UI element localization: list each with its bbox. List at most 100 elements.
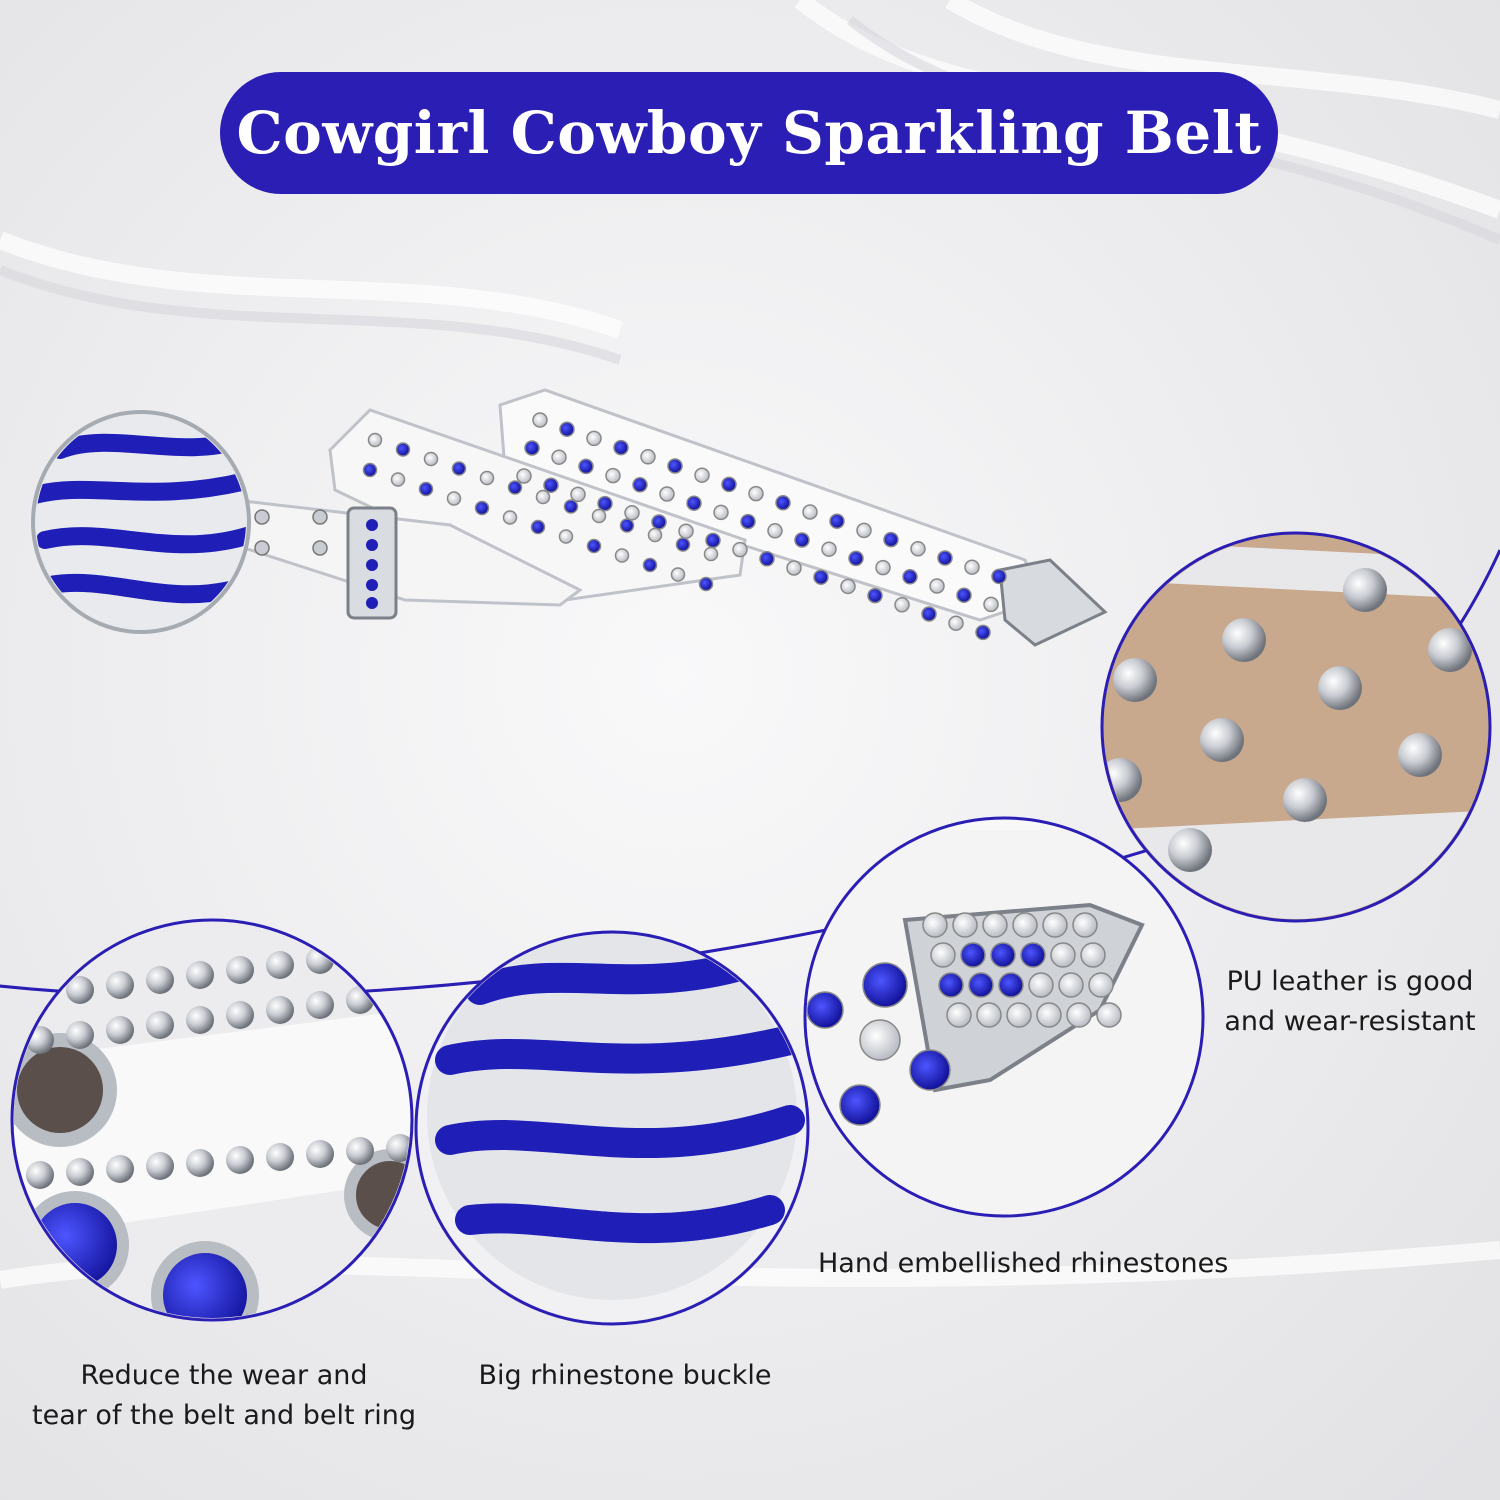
rhinestone: [678, 523, 694, 539]
rhinestone: [186, 1006, 214, 1034]
rhinestone: [921, 606, 937, 622]
rhinestone: [632, 477, 648, 493]
rhinestone: [840, 578, 856, 595]
rhinestone: [266, 996, 294, 1024]
caption-wear-line-2: tear of the belt and belt ring: [32, 1400, 416, 1431]
rhinestone: [346, 1137, 374, 1165]
rhinestone: [1343, 568, 1387, 612]
rhinestone: [698, 576, 714, 592]
rhinestone: [530, 519, 546, 535]
rhinestone: [1028, 972, 1054, 998]
rhinestone: [740, 513, 756, 530]
rhinestone: [998, 972, 1024, 998]
rhinestone: [875, 559, 891, 576]
rhinestone: [675, 537, 691, 552]
rhinestone: [1036, 1002, 1062, 1028]
rhinestone: [647, 527, 663, 543]
rhinestone: [946, 1002, 972, 1028]
rhinestone: [479, 470, 495, 486]
rhinestone: [686, 495, 702, 511]
rhinestone: [902, 569, 918, 585]
rhinestone: [848, 550, 864, 567]
rhinestone: [991, 568, 1007, 585]
rhinestone: [813, 569, 829, 585]
rhinestone: [146, 966, 174, 994]
rhinestone: [605, 467, 621, 484]
rhinestone: [306, 1140, 334, 1168]
rhinestone: [570, 486, 586, 503]
rhinestone: [964, 559, 980, 575]
rhinestone: [1050, 942, 1076, 968]
caption-rhinestones: Hand embellished rhinestones: [818, 1244, 1298, 1284]
rhinestone: [937, 550, 953, 566]
rhinestone: [558, 529, 574, 544]
caption-pu-leather-line-1: PU leather is good: [1226, 966, 1474, 997]
rhinestone: [807, 991, 844, 1029]
rhinestone: [867, 587, 883, 604]
rhinestone: [586, 430, 602, 447]
rhinestone: [794, 532, 810, 548]
rhinestone: [146, 1152, 174, 1180]
rhinestone: [859, 1019, 901, 1061]
rhinestone: [1428, 628, 1472, 672]
rhinestone: [909, 1049, 951, 1091]
rhinestone: [1222, 618, 1266, 662]
rhinestone: [856, 522, 872, 539]
rhinestone: [1012, 912, 1038, 938]
rhinestone-tip-detail-photo: [803, 816, 1205, 1218]
rhinestone: [938, 972, 964, 998]
rhinestone: [423, 451, 439, 467]
rhinestone: [563, 499, 579, 514]
rhinestone: [66, 1021, 94, 1049]
caption-rhinestones-line-1: Hand embellished rhinestones: [818, 1248, 1229, 1279]
rhinestone: [474, 500, 490, 516]
rhinestone: [703, 546, 719, 562]
rhinestone: [535, 489, 551, 505]
rhinestone: [694, 467, 710, 483]
rhinestone-buckle-detail-photo: [414, 930, 810, 1326]
rhinestone: [614, 548, 630, 563]
rhinestone: [659, 486, 675, 502]
rhinestone: [1088, 972, 1114, 998]
page-title: Cowgirl Cowboy Sparkling Belt: [236, 99, 1262, 167]
rhinestone: [624, 505, 640, 521]
rhinestone: [532, 412, 548, 428]
rhinestone: [551, 449, 567, 465]
rhinestone: [502, 510, 518, 525]
rhinestone: [1318, 666, 1362, 710]
rhinestone: [362, 462, 378, 478]
rhinestone: [1283, 778, 1327, 822]
rhinestone: [929, 578, 945, 594]
rhinestone: [922, 912, 948, 938]
rhinestone: [186, 961, 214, 989]
belt-product-photo: [31, 388, 1108, 647]
rhinestone: [516, 468, 532, 484]
rhinestone: [821, 541, 837, 557]
rhinestone: [960, 942, 986, 968]
rhinestone: [705, 532, 721, 549]
caption-pu-leather-line-2: and wear-resistant: [1224, 1006, 1476, 1037]
title-banner: Cowgirl Cowboy Sparkling Belt: [220, 72, 1278, 194]
rhinestone: [642, 557, 658, 573]
rhinestone: [839, 1084, 881, 1126]
rhinestone: [66, 976, 94, 1004]
rhinestone: [975, 624, 991, 641]
rhinestone: [578, 458, 594, 475]
rhinestone: [786, 560, 802, 576]
rhinestone: [266, 1143, 294, 1171]
rhinestone: [1006, 1002, 1032, 1028]
rhinestone: [983, 596, 999, 613]
rhinestone: [446, 491, 462, 506]
rhinestone: [956, 587, 972, 603]
rhinestone: [66, 1158, 94, 1186]
rhinestone: [670, 567, 686, 582]
rhinestone: [767, 523, 783, 539]
rhinestone: [586, 538, 602, 554]
rhinestone: [910, 541, 926, 557]
rhinestone: [186, 1149, 214, 1177]
rhinestone: [543, 477, 559, 493]
rhinestone: [1168, 828, 1212, 872]
rhinestone: [982, 912, 1008, 938]
rhinestone: [1398, 733, 1442, 777]
